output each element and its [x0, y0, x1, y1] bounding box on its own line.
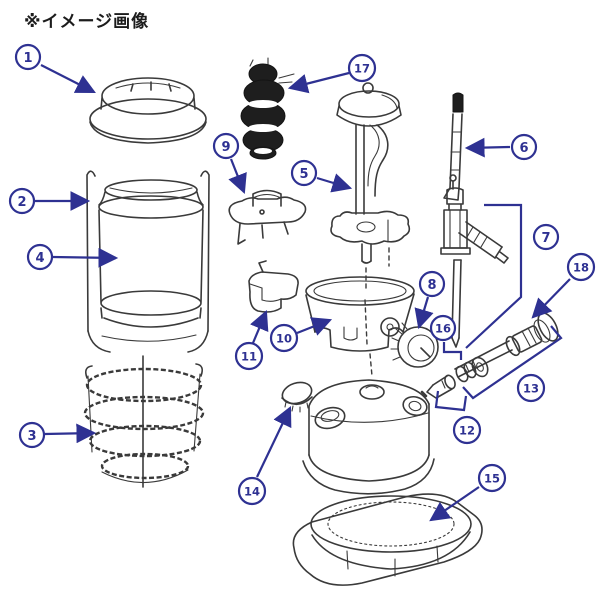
clip-drawing — [248, 260, 299, 313]
callout-16: 16 — [429, 314, 463, 360]
callout-4-number: 4 — [35, 251, 44, 266]
callout-17-number: 17 — [354, 61, 370, 75]
callout-11-badge — [234, 341, 264, 371]
callout-1-arrow — [40, 64, 96, 93]
ventilator-drawing — [89, 77, 207, 144]
callout-10-badge — [269, 323, 299, 353]
callout-11: 11 — [234, 309, 269, 371]
callout-5-number: 5 — [299, 167, 308, 182]
callout-18-badge — [566, 252, 596, 282]
callout-10-arrow — [296, 317, 333, 336]
glass-globe-drawing — [98, 179, 204, 328]
callout-18: 18 — [531, 252, 596, 319]
callout-4-badge — [26, 243, 54, 271]
callout-11-number: 11 — [241, 349, 257, 363]
callout-15-number: 15 — [484, 471, 500, 485]
callout-17: 17 — [287, 53, 377, 94]
callout-7: 7 — [465, 203, 560, 349]
callout-12-badge — [452, 415, 482, 445]
globe-frame-drawing — [86, 170, 210, 353]
callout-1-badge — [14, 43, 42, 71]
callout-7-badge — [532, 223, 560, 251]
check-valve-drawing — [420, 374, 456, 399]
callout-12: 12 — [434, 390, 482, 445]
callout-13-bracket — [462, 325, 563, 400]
callout-9-number: 9 — [221, 140, 230, 155]
callout-12-number: 12 — [459, 423, 475, 437]
callout-9-badge — [212, 132, 240, 160]
callout-13-badge — [516, 373, 546, 403]
callout-12-bracket — [434, 390, 468, 412]
burner-assembly-drawing — [330, 82, 411, 291]
callout-2: 2 — [8, 187, 91, 215]
image-notice-label: ※イメージ画像 — [24, 12, 150, 32]
callout-9-arrow — [228, 158, 247, 195]
callout-9: 9 — [212, 132, 247, 195]
filler-cap-drawing — [281, 381, 313, 413]
callout-3-badge — [18, 421, 46, 449]
callout-4-arrow — [52, 247, 119, 268]
callout-8-number: 8 — [427, 278, 436, 293]
callout-8-arrow — [414, 296, 434, 330]
callout-16-badge — [429, 314, 457, 342]
callout-6-number: 6 — [519, 141, 528, 156]
callout-15-arrow — [429, 486, 480, 522]
callout-1-number: 1 — [23, 51, 32, 66]
callout-14-arrow — [256, 406, 292, 478]
callout-18-number: 18 — [573, 260, 589, 274]
callout-4: 4 — [26, 243, 119, 271]
callout-15-badge — [477, 463, 507, 493]
callout-3: 3 — [18, 421, 97, 449]
callout-1: 1 — [14, 43, 96, 93]
callout-2-badge — [8, 187, 36, 215]
callout-8: 8 — [414, 270, 446, 330]
valve-housing-drawing — [305, 276, 415, 377]
callout-11-arrow — [250, 309, 269, 344]
callout-18-arrow — [531, 278, 571, 319]
callout-10-number: 10 — [276, 331, 292, 345]
callout-13-number: 13 — [523, 381, 539, 395]
callout-5-arrow — [316, 173, 353, 193]
callout-6-badge — [510, 133, 538, 161]
mantle-drawing — [240, 57, 295, 160]
callout-3-number: 3 — [27, 429, 36, 444]
callout-5: 5 — [290, 159, 353, 193]
callout-13: 13 — [462, 325, 563, 403]
fuel-tank-drawing — [302, 379, 435, 495]
callout-2-number: 2 — [17, 195, 26, 210]
callout-16-bracket — [442, 342, 463, 360]
callout-8-badge — [418, 270, 446, 298]
callout-7-number: 7 — [541, 231, 550, 246]
callout-5-badge — [290, 159, 318, 187]
burner-cap-drawing — [228, 189, 307, 245]
callout-7-bracket — [465, 203, 523, 349]
callout-14: 14 — [237, 406, 292, 506]
callout-6: 6 — [464, 133, 538, 161]
base-drawing — [292, 493, 483, 586]
callout-3-arrow — [44, 423, 97, 444]
wire-guard-drawing — [83, 355, 205, 488]
callout-16-number: 16 — [435, 321, 451, 335]
callout-6-arrow — [464, 137, 511, 158]
callout-10: 10 — [269, 317, 333, 353]
callout-17-arrow — [287, 71, 350, 94]
callout-17-badge — [347, 53, 377, 83]
callout-15: 15 — [429, 463, 507, 522]
callout-14-badge — [237, 476, 267, 506]
callout-14-number: 14 — [244, 484, 260, 498]
